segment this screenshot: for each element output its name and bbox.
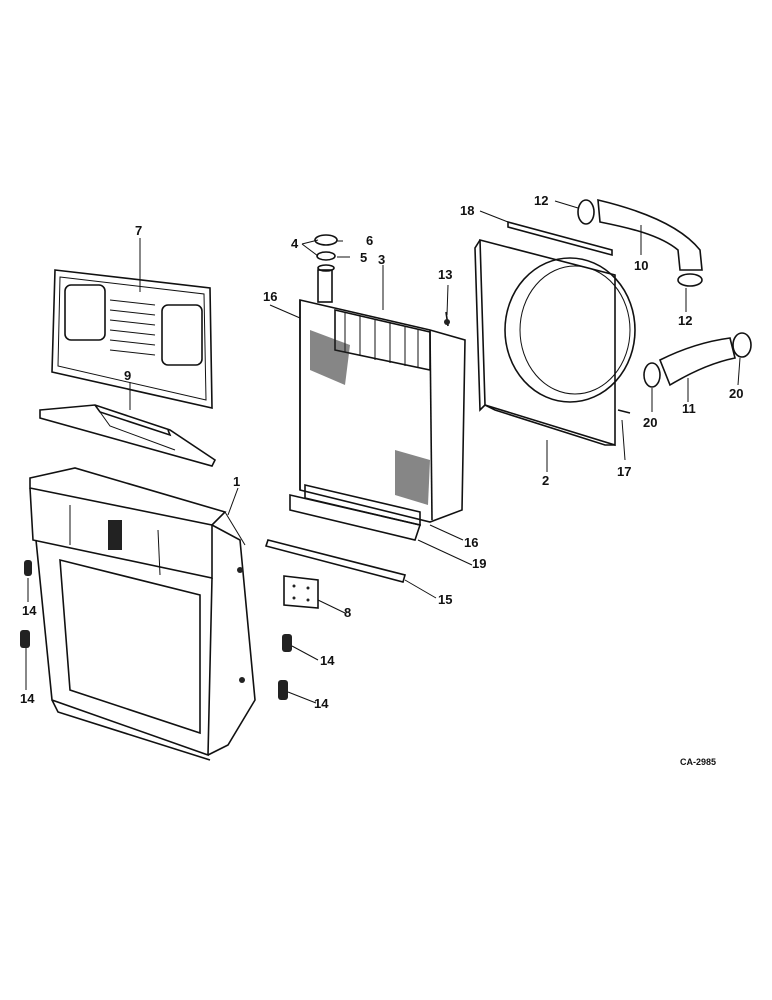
drawing-code: CA-2985 — [680, 757, 717, 767]
strip-drawing — [264, 539, 406, 583]
upper-hose-drawing — [577, 198, 703, 287]
label-radiator: 3 — [378, 252, 386, 267]
label-grille: 7 — [135, 223, 143, 238]
label-radiator-cap: 6 — [366, 233, 374, 248]
bushings-drawing — [20, 560, 292, 700]
label-grille-housing: 1 — [233, 474, 241, 489]
label-radiator-bracket: 19 — [472, 556, 487, 571]
label-cap-gasket: 4 — [291, 236, 299, 251]
label-upper-clamp-bottom: 12 — [678, 313, 693, 328]
label-bushing-d: 14 — [314, 696, 329, 711]
top-panel-drawing — [39, 404, 217, 467]
radiator-drawing — [289, 269, 466, 541]
label-bushing-b: 14 — [20, 691, 35, 706]
pad-drawing — [283, 575, 319, 609]
label-upper-clamp-top: 12 — [534, 193, 549, 208]
label-radiator-seal-top: 16 — [263, 289, 278, 304]
fan-shroud-drawing — [474, 238, 636, 447]
grille-drawing — [51, 269, 213, 410]
label-pad: 8 — [344, 605, 352, 620]
label-fan-stud: 17 — [617, 464, 632, 479]
label-cap-seal: 5 — [360, 250, 368, 265]
leader-lines — [25, 200, 741, 704]
label-bolt: 13 — [438, 267, 453, 282]
label-bushing-a: 14 — [22, 603, 37, 618]
label-shroud-seal: 18 — [460, 203, 475, 218]
label-radiator-seal-bottom: 16 — [464, 535, 479, 550]
label-lower-hose: 11 — [682, 401, 696, 416]
label-top-panel: 9 — [124, 368, 132, 383]
label-lower-clamp-right: 20 — [729, 386, 744, 401]
label-fan-shroud: 2 — [542, 473, 550, 488]
label-upper-hose: 10 — [634, 258, 649, 273]
bolt-drawing — [444, 311, 450, 327]
grille-housing-drawing — [29, 467, 256, 761]
label-lower-clamp-left: 20 — [643, 415, 658, 430]
radiator-cap-drawing — [314, 234, 338, 272]
shroud-seal-drawing — [507, 220, 613, 257]
lower-hose-drawing — [643, 332, 752, 388]
label-strip: 15 — [438, 592, 453, 607]
label-bushing-c: 14 — [320, 653, 335, 668]
